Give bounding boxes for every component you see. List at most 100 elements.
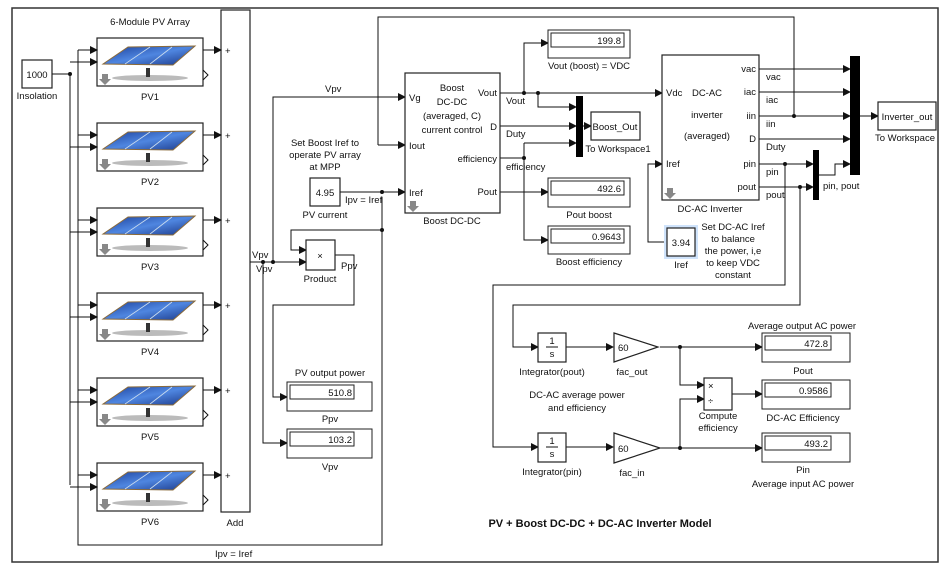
gain-fac-out[interactable]: 60 <box>613 332 660 363</box>
panel-stand <box>146 153 150 162</box>
signal-pin-pout-label: pin, pout <box>823 181 860 192</box>
dcac-efficiency-value: 0.9586 <box>799 386 828 397</box>
pin-display-subtitle: Average input AC power <box>752 479 854 490</box>
panel-shadow <box>112 75 188 81</box>
integrator-pout-block[interactable]: 1 s <box>537 332 567 363</box>
panel-shadow <box>112 245 188 251</box>
port-iout: Iout <box>409 141 425 152</box>
output-port-icon <box>202 409 209 421</box>
add-plus-sign: + <box>225 301 231 312</box>
inverter-out-name: Inverter_out <box>882 112 933 123</box>
dcac-efficiency-display[interactable]: 0.9586 <box>761 379 851 410</box>
panel-shadow <box>112 160 188 166</box>
boost-title-1: Boost <box>440 83 465 94</box>
panel-grid <box>124 301 173 320</box>
insolation-block[interactable]: 1000 <box>21 59 53 89</box>
inverter-title-3: (averaged) <box>684 131 730 142</box>
add-label: Add <box>227 518 244 529</box>
signal-vac-label: vac <box>766 72 781 83</box>
add-block[interactable] <box>220 9 251 513</box>
pv-module-block[interactable] <box>96 377 209 427</box>
panel-shadow <box>112 500 188 506</box>
look-under-mask-icon <box>664 188 676 199</box>
inverter-title-2: inverter <box>691 110 723 121</box>
pout-display-title: Average output AC power <box>748 321 856 332</box>
integrator-pin-label: Integrator(pin) <box>522 467 582 478</box>
pin-display-label: Pin <box>796 465 810 476</box>
panel-grid <box>124 471 173 490</box>
port-vg: Vg <box>409 93 421 104</box>
ppv-display[interactable]: 510.8 <box>286 381 373 412</box>
pv-module-label: PV2 <box>141 177 159 188</box>
iref-note-1: Set DC-AC Iref <box>701 222 765 233</box>
pv-module-block[interactable] <box>96 122 209 172</box>
pv-array-title: 6-Module PV Array <box>110 17 190 28</box>
iref-note-2: to balance <box>711 234 755 245</box>
junctions <box>68 72 802 450</box>
dcac-inverter-block[interactable]: DC-AC inverter (averaged) Vdc Iref vac i… <box>661 54 760 201</box>
boost-out-workspace[interactable]: Boost_Out <box>590 111 641 141</box>
pin-display[interactable]: 493.2 <box>761 432 851 463</box>
look-under-mask-icon <box>99 329 111 340</box>
boost-efficiency-display[interactable]: 0.9643 <box>547 225 631 255</box>
panel-stand <box>146 493 150 502</box>
panel-shadow <box>112 330 188 336</box>
solar-panel-icon <box>101 45 197 66</box>
boost-efficiency-value: 0.9643 <box>592 232 621 243</box>
iref-value: 3.94 <box>672 238 691 249</box>
pv-current-block[interactable]: 4.95 <box>309 177 341 207</box>
pout-boost-display[interactable]: 492.6 <box>547 177 631 208</box>
port-pout-inv: pout <box>738 182 757 193</box>
add-plus-sign: + <box>225 46 231 57</box>
panel-grid <box>124 131 173 150</box>
port-vdc: Vdc <box>666 88 683 99</box>
insolation-value: 1000 <box>26 70 47 81</box>
pout-display-label: Pout <box>793 366 813 377</box>
panel-stand <box>146 323 150 332</box>
mux-pin-pout[interactable] <box>813 150 819 200</box>
port-efficiency: efficiency <box>458 154 498 165</box>
look-under-mask-icon <box>99 244 111 255</box>
signal-iin-label: iin <box>766 119 776 130</box>
signal-vpv-label: Vpv <box>325 84 342 95</box>
compute-label-2: efficiency <box>698 423 738 434</box>
mux-inverter[interactable] <box>850 56 860 175</box>
look-under-mask-icon <box>99 159 111 170</box>
boost-title-4: current control <box>422 125 483 136</box>
panel-grid <box>124 386 173 405</box>
gain-in-value: 60 <box>618 444 629 455</box>
boost-dcdc-block[interactable]: Boost DC-DC (averaged, C) current contro… <box>404 72 501 214</box>
pv-module-block[interactable] <box>96 207 209 257</box>
pout-display[interactable]: 472.8 <box>761 332 851 363</box>
pv-current-label: PV current <box>303 210 348 221</box>
vout-display[interactable]: 199.8 <box>547 29 631 59</box>
signal-vpv-label-2: Vpv <box>252 250 269 261</box>
solar-panel-icon <box>101 215 197 236</box>
pv-module-block[interactable] <box>96 462 209 512</box>
multiply-icon: × <box>708 381 714 392</box>
signal-duty-label-2: Duty <box>766 142 786 153</box>
port-vout: Vout <box>478 88 497 99</box>
add-plus-sign: + <box>225 131 231 142</box>
product-label: Product <box>304 274 337 285</box>
compute-efficiency-block[interactable]: × ÷ <box>703 377 733 411</box>
integrator-pin-block[interactable]: 1 s <box>537 432 567 463</box>
port-iin: iin <box>746 111 756 122</box>
output-port-icon <box>202 154 209 166</box>
ppv-display-label: Ppv <box>322 414 339 425</box>
pv-module-label: PV5 <box>141 432 159 443</box>
pv-module-label: PV3 <box>141 262 159 273</box>
iref-note-4: to keep VDC <box>706 258 760 269</box>
look-under-mask-icon <box>407 201 419 212</box>
vpv-display-label: Vpv <box>322 462 339 473</box>
gain-fac-in[interactable]: 60 <box>613 432 662 464</box>
add-plus-sign: + <box>225 216 231 227</box>
vpv-display[interactable]: 103.2 <box>286 428 373 459</box>
pv-module-block[interactable] <box>96 37 209 87</box>
mux-boost[interactable] <box>576 96 583 157</box>
iref-const-block[interactable]: 3.94 <box>666 227 696 257</box>
product-block[interactable]: × <box>305 239 336 271</box>
inverter-out-workspace[interactable]: Inverter_out <box>877 101 937 131</box>
look-under-mask-icon <box>99 414 111 425</box>
pv-module-block[interactable] <box>96 292 209 342</box>
